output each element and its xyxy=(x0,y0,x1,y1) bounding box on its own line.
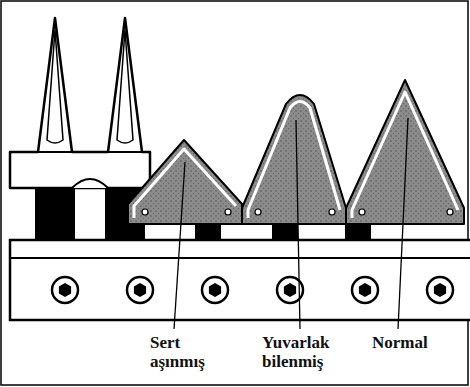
hex-nut xyxy=(59,283,71,297)
bolt-row xyxy=(52,277,453,303)
bolt-head xyxy=(52,277,78,303)
part-label: Normal xyxy=(372,333,462,352)
hex-nut xyxy=(209,283,221,297)
bolt-head xyxy=(427,277,453,303)
hex-nut xyxy=(134,283,146,297)
bolt-head xyxy=(352,277,378,303)
hex-nut xyxy=(359,283,371,297)
hex-nut xyxy=(434,283,446,297)
leader-lines xyxy=(174,118,408,329)
part-label: Sert aşınmış xyxy=(150,333,232,371)
bolt-head xyxy=(202,277,228,303)
bolt-head xyxy=(127,277,153,303)
part-label: Yuvarlak bilenmiş xyxy=(262,333,358,371)
hex-nut xyxy=(284,283,296,297)
